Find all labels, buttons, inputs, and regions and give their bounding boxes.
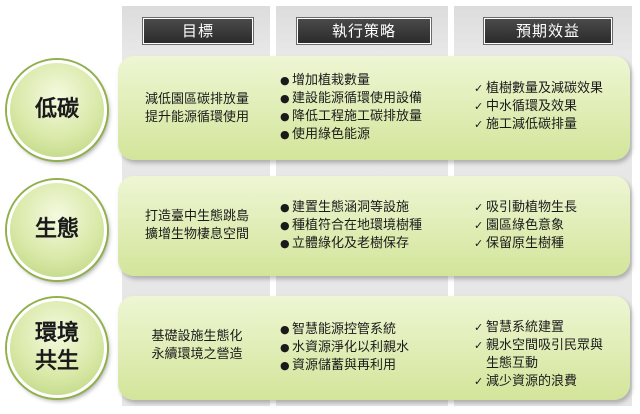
checkmark-icon: ✓ [474,219,484,232]
benefit-list: ✓智慧系統建置 ✓親水空間吸引民眾與 生態互動 ✓減少資源的浪費 [474,319,603,391]
list-item: ✓親水空間吸引民眾與 生態互動 [474,338,604,371]
bullet-icon: ● [280,110,290,123]
list-item: ✓智慧系統建置 [474,320,565,335]
benefit-list: ✓吸引動植物生長 ✓園區綠色意象 ✓保留原生樹種 [474,199,577,253]
bullet-icon: ● [280,92,290,105]
strategy-list: ●智慧能源控管系統 ●水資源淨化以利親水 ●資源儲蓄與再利用 [280,321,409,375]
list-item: ●建置生態涵洞等設施 [280,200,410,215]
bullet-icon: ● [280,201,290,214]
checkmark-icon: ✓ [474,375,484,388]
goal-line: 打造臺中生態跳島 [144,209,249,224]
list-item: ●增加植栽數量 [280,73,371,88]
theme-circle-ecology: 生態 [7,180,107,280]
header-goal: 目標 [143,18,253,44]
checkmark-icon: ✓ [474,118,484,131]
list-item: ●降低工程施工碳排放量 [280,109,423,124]
list-item: ✓植樹數量及減碳效果 [474,81,604,96]
checkmark-icon: ✓ [474,201,484,214]
bullet-icon: ● [280,74,290,87]
checkmark-icon: ✓ [474,100,484,113]
goal-text: 基礎設施生態化 永續環境之營造 [122,328,272,364]
theme-label: 低碳 [34,97,79,122]
bullet-icon: ● [280,128,290,141]
checkmark-icon: ✓ [474,321,484,334]
goal-line: 基礎設施生態化 [151,329,243,344]
goal-line: 永續環境之營造 [151,347,243,362]
theme-circle-low-carbon: 低碳 [7,60,107,160]
bullet-icon: ● [280,359,290,372]
theme-circle-coexistence: 環境 共生 [7,298,107,398]
row-ecology-band [118,176,630,276]
list-item: ●立體綠化及老樹保存 [280,236,410,251]
benefit-list: ✓植樹數量及減碳效果 ✓中水循環及效果 ✓施工減低碳排量 [474,80,603,134]
goal-line: 減低園區碳排放量 [144,92,249,107]
goal-line: 擴增生物棲息空間 [144,227,249,242]
list-item: ✓中水循環及效果 [474,99,578,114]
list-item: ✓園區綠色意象 [474,218,565,233]
list-item: ●使用綠色能源 [280,127,371,142]
checkmark-icon: ✓ [474,339,484,352]
header-benefit: 預期效益 [484,18,612,44]
list-item: ●智慧能源控管系統 [280,322,397,337]
row-low-carbon-band [118,56,630,160]
checkmark-icon: ✓ [474,237,484,250]
bullet-icon: ● [280,341,290,354]
list-item: ✓減少資源的浪費 [474,374,578,389]
strategy-list: ●增加植栽數量 ●建設能源循環使用設備 ●降低工程施工碳排放量 ●使用綠色能源 [280,72,422,144]
strategy-list: ●建置生態涵洞等設施 ●種植符合在地環境樹種 ●立體綠化及老樹保存 [280,199,422,253]
row-coexistence-band [118,296,630,400]
goal-text: 減低園區碳排放量 提升能源循環使用 [122,91,272,127]
bullet-icon: ● [280,219,290,232]
theme-label: 環境 共生 [34,321,79,374]
bullet-icon: ● [280,323,290,336]
list-item: ✓吸引動植物生長 [474,200,578,215]
list-item: ●水資源淨化以利親水 [280,340,410,355]
list-item: ●建設能源循環使用設備 [280,91,423,106]
list-item: ●種植符合在地環境樹種 [280,218,423,233]
theme-label: 生態 [34,217,79,242]
header-strategy: 執行策略 [297,18,431,44]
list-item: ●資源儲蓄與再利用 [280,358,397,373]
bullet-icon: ● [280,237,290,250]
list-item: ✓施工減低碳排量 [474,117,578,132]
goal-line: 提升能源循環使用 [144,110,249,125]
goal-text: 打造臺中生態跳島 擴增生物棲息空間 [122,208,272,244]
list-item: ✓保留原生樹種 [474,236,565,251]
checkmark-icon: ✓ [474,82,484,95]
